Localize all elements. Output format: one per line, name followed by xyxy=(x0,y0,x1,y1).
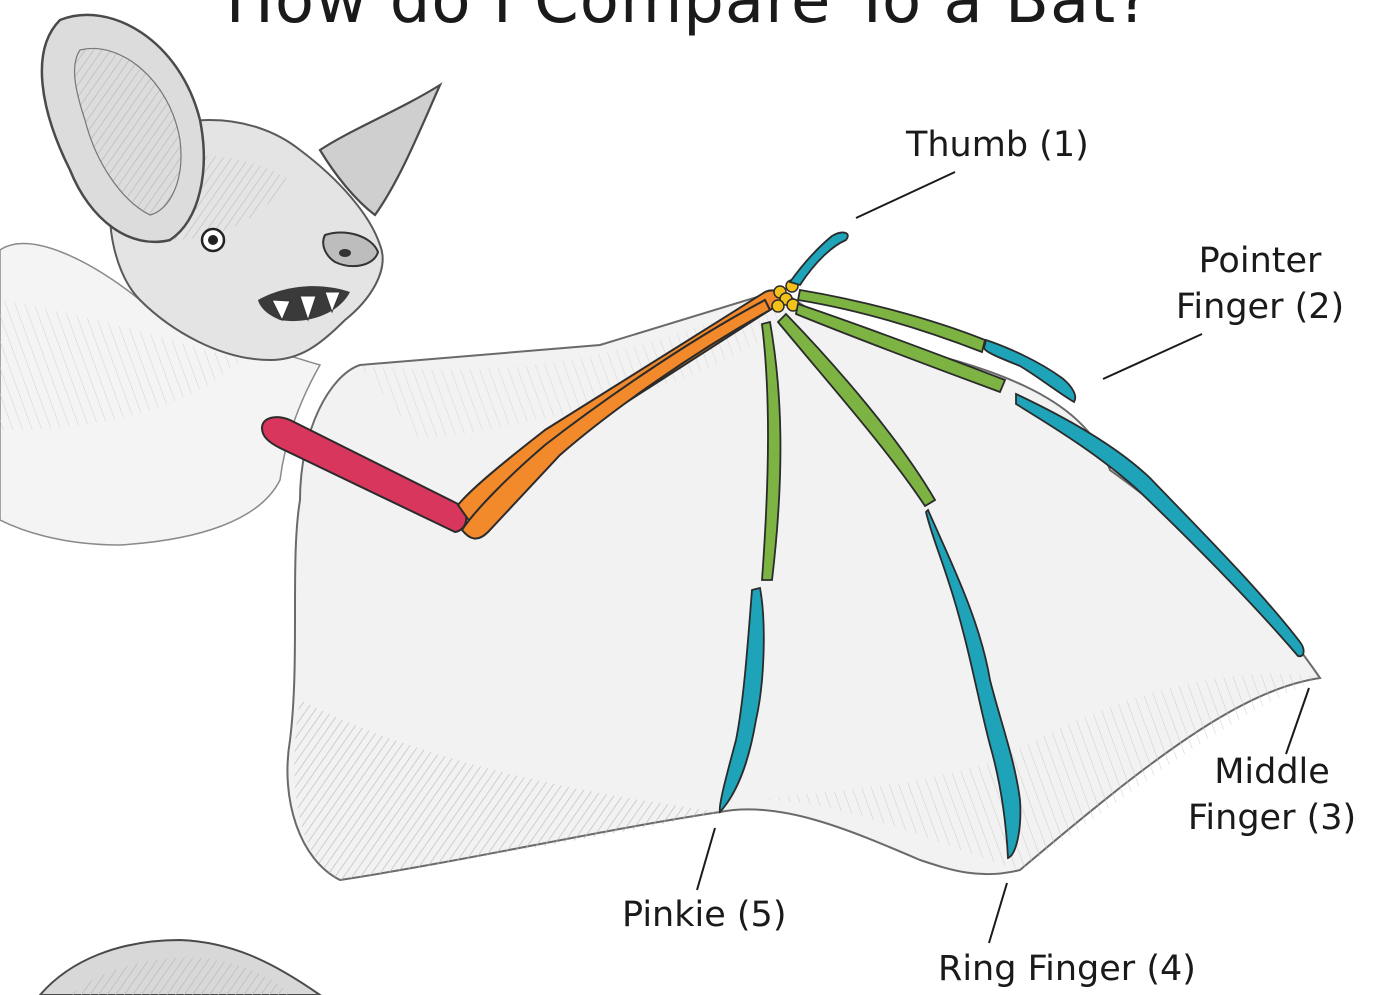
middle-finger-label-line2: Finger (3) xyxy=(1172,795,1372,841)
ring-finger-label: Ring Finger (4) xyxy=(938,946,1196,992)
pointer-finger-label-line1: Pointer xyxy=(1160,238,1360,284)
pointer-finger-label-line2: Finger (2) xyxy=(1160,284,1360,330)
pointer-finger-label: Pointer Finger (2) xyxy=(1160,238,1360,330)
thumb-label: Thumb (1) xyxy=(906,122,1089,168)
thumb-leader-line xyxy=(856,172,955,218)
thumb-bone xyxy=(790,233,848,285)
middle-finger-label-line1: Middle xyxy=(1172,749,1372,795)
pinkie-leader-line xyxy=(697,828,715,890)
pinkie-label: Pinkie (5) xyxy=(622,892,786,938)
middle-finger-label: Middle Finger (3) xyxy=(1172,749,1372,841)
middle-leader-line xyxy=(1286,688,1309,754)
ring-leader-line xyxy=(989,883,1007,943)
page-title: How do I Compare To a Bat? xyxy=(0,0,1377,38)
pointer-leader-line xyxy=(1103,334,1202,379)
